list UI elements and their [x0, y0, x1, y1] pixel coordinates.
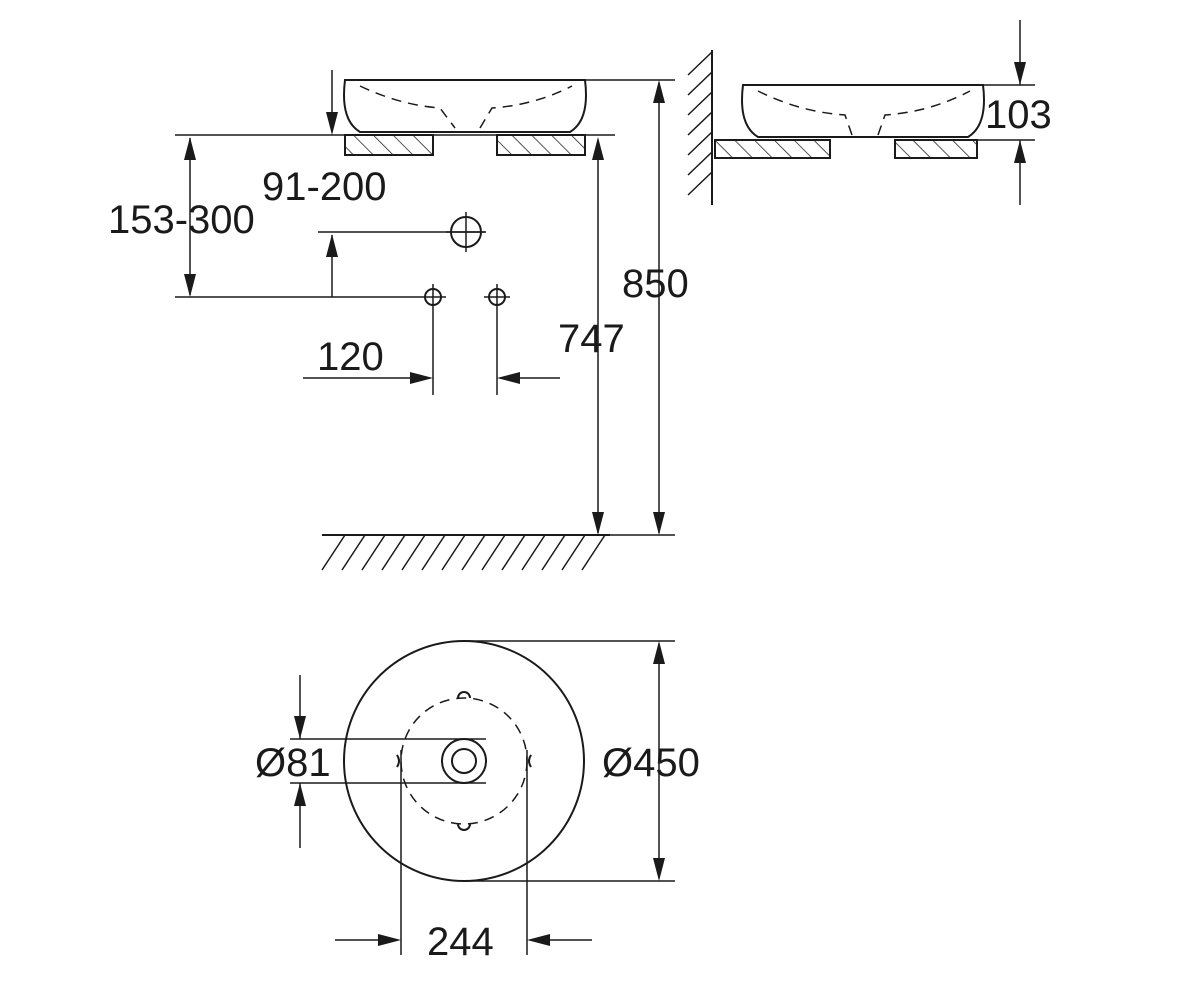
basin-front-outline: [343, 79, 587, 133]
floor-hatch: [321, 534, 610, 571]
basin-front-inner-dashed: [359, 85, 573, 129]
dim-120: 120: [317, 335, 384, 379]
top-view: Ø81 Ø450 244: [255, 640, 700, 964]
side-counter-slab-right: [894, 139, 978, 159]
dim-overflow-diameter: Ø81: [255, 741, 331, 785]
basin-side-outline: [741, 84, 985, 138]
basin-side-inner-dashed: [757, 90, 971, 136]
tap-mark-right: [526, 750, 532, 955]
basin-top-inner-dashed: [400, 697, 528, 825]
tap-symbol-right: [484, 284, 510, 395]
basin-top-outline: [343, 640, 585, 882]
dim-91-200: 91-200: [262, 165, 387, 209]
dim-153-300: 153-300: [108, 198, 255, 242]
front-view: 153-300 91-200 120 747 850: [108, 70, 689, 571]
dim-basin-diameter: Ø450: [602, 741, 700, 785]
drain-inner: [451, 748, 477, 774]
tap-symbol-left: [420, 284, 446, 395]
drain-symbol: [446, 212, 486, 252]
tap-mark-left: [396, 750, 402, 955]
counter-slab-right: [496, 134, 586, 156]
dim-850: 850: [622, 262, 689, 306]
dim-103: 103: [985, 93, 1052, 137]
dim-747: 747: [558, 317, 625, 361]
drain-outer: [441, 738, 487, 784]
side-counter-slab-left: [714, 139, 831, 159]
counter-slab-left: [344, 134, 434, 156]
wall-hatch: [687, 51, 713, 196]
dim-244: 244: [427, 920, 494, 964]
side-view: 103: [687, 20, 1052, 205]
